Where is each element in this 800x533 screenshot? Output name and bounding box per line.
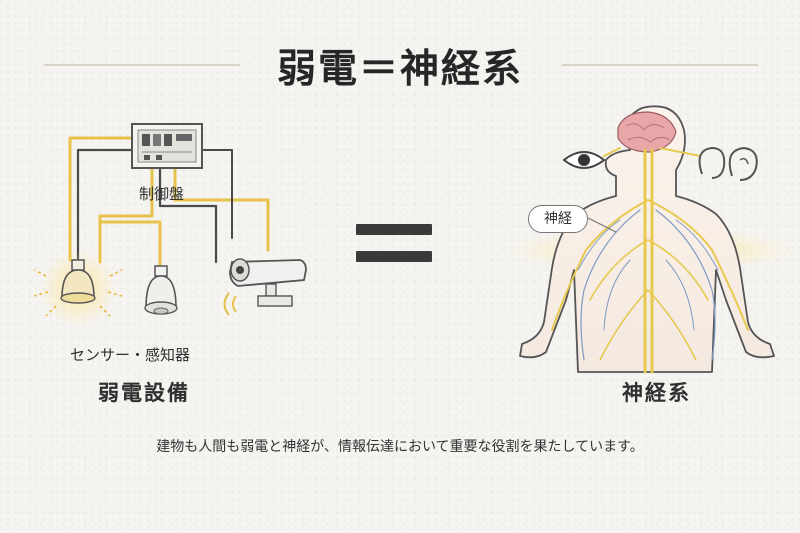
equals-bar-bottom bbox=[356, 251, 432, 262]
eye-icon bbox=[562, 151, 606, 169]
title-divider-left bbox=[44, 64, 240, 66]
title-divider-right bbox=[562, 64, 758, 66]
security-camera-icon bbox=[223, 258, 307, 316]
weak-current-label: 弱電設備 bbox=[98, 381, 190, 405]
equals-sign bbox=[356, 224, 432, 264]
control-panel bbox=[131, 123, 203, 169]
wiring bbox=[68, 136, 270, 270]
nerve-callout-line bbox=[587, 217, 617, 233]
nerve-callout: 神経 bbox=[528, 205, 588, 233]
nerve-network bbox=[551, 147, 749, 374]
equals-bar-top bbox=[356, 224, 432, 235]
page-title: 弱電＝神経系 bbox=[276, 47, 523, 92]
light-sensor-icon bbox=[33, 250, 123, 326]
title-row: 弱電＝神経系 bbox=[0, 38, 800, 92]
caption: 建物も人間も弱電と神経が、情報伝達において重要な役割を果たしています。 bbox=[156, 439, 644, 455]
nervous-system-label: 神経系 bbox=[622, 381, 691, 405]
sensor-label: センサー・感知器 bbox=[70, 346, 191, 364]
smoke-detector-icon bbox=[144, 265, 178, 315]
control-panel-label: 制御盤 bbox=[139, 185, 185, 203]
ear-icon bbox=[698, 146, 758, 181]
